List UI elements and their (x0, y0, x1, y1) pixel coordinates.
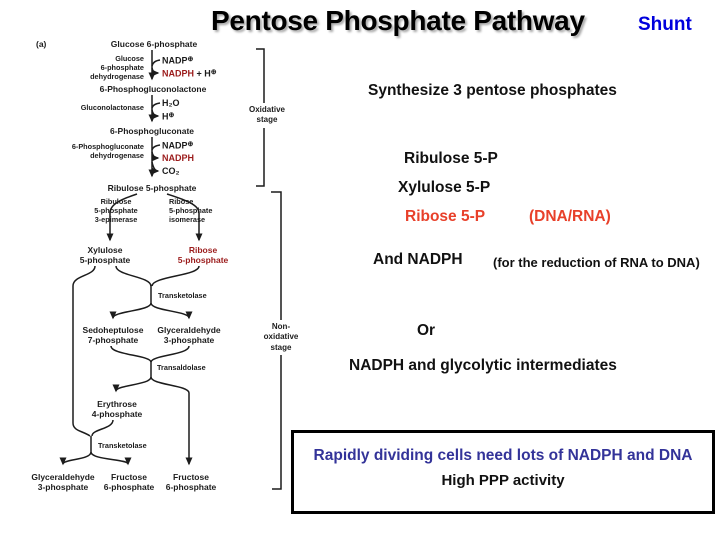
circled-plus-icon: ⊕ (168, 112, 175, 119)
nadph-glycolytic-text: NADPH and glycolytic intermediates (349, 357, 617, 374)
callout-line2: High PPP activity (441, 472, 565, 489)
callout-line1: Rapidly dividing cells need lots of NADP… (313, 447, 693, 464)
nonoxidative-stage-label: Non- oxidative stage (261, 320, 301, 356)
metabolite-ribulose-5-phosphate: Ribulose 5-phosphate (107, 183, 197, 193)
cofactor-nadph-1: NADPH + H⊕ (162, 68, 217, 79)
enzyme-transaldolase: Transaldolase (157, 363, 206, 372)
metabolite-glyceraldehyde-3-phosphate-b: Glyceraldehyde 3-phosphate (31, 472, 95, 493)
enzyme-transketolase-1: Transketolase (158, 291, 207, 300)
page-title: Pentose Phosphate Pathway (211, 5, 585, 36)
metabolite-ribose-5-phosphate: Ribose 5-phosphate (177, 245, 229, 266)
enzyme-epimerase: Ribulose 5-phosphate 3-epimerase (94, 197, 138, 224)
panel-label: (a) (36, 39, 47, 49)
enzyme-gluconolactonase: Gluconolactonase (80, 103, 144, 112)
metabolite-erythrose-4-phosphate: Erythrose 4-phosphate (91, 399, 143, 420)
metabolite-glucose-6-phosphate: Glucose 6-phosphate (110, 39, 198, 49)
ribulose-5p-item: Ribulose 5-P (404, 150, 498, 167)
synthesize-heading: Synthesize 3 pentose phosphates (368, 82, 617, 99)
metabolite-fructose-6-phosphate-a: Fructose 6-phosphate (103, 472, 155, 493)
metabolite-6-phosphogluconolactone: 6-Phosphogluconolactone (99, 84, 207, 94)
metabolite-fructose-6-phosphate-b: Fructose 6-phosphate (165, 472, 217, 493)
cofactor-h-plus: H⊕ (162, 111, 175, 122)
enzyme-transketolase-2: Transketolase (98, 441, 147, 450)
metabolite-glyceraldehyde-3-phosphate-a: Glyceraldehyde 3-phosphate (157, 325, 221, 346)
metabolite-xylulose-5-phosphate: Xylulose 5-phosphate (79, 245, 131, 266)
cofactor-nadp-2: NADP⊕ (162, 140, 194, 151)
enzyme-isomerase: Ribose 5-phosphate isomerase (169, 197, 213, 224)
enzyme-g6p-dehydrogenase: Glucose 6-phosphate dehydrogenase (90, 54, 144, 81)
or-text: Or (417, 322, 436, 339)
metabolite-6-phosphogluconate: 6-Phosphogluconate (109, 126, 195, 136)
enzyme-6pg-dehydrogenase: 6-Phosphogluconate dehydrogenase (71, 142, 144, 160)
cofactor-nadp-1: NADP⊕ (162, 55, 194, 66)
cofactor-h2o: H₂O (162, 98, 180, 108)
circled-plus-icon: ⊕ (210, 69, 217, 76)
cofactor-co2: CO₂ (162, 166, 180, 176)
oxidative-stage-label: Oxidative stage (246, 103, 288, 128)
cofactor-nadph-2: NADPH (162, 153, 195, 163)
circled-plus-icon: ⊕ (187, 141, 194, 148)
callout-box: Rapidly dividing cells need lots of NADP… (291, 430, 715, 514)
subtitle-shunt: Shunt (638, 14, 692, 35)
xylulose-5p-item: Xylulose 5-P (398, 179, 491, 196)
and-nadph-text: And NADPH (373, 251, 463, 268)
ribose-5p-item: Ribose 5-P (405, 208, 486, 225)
circled-plus-icon: ⊕ (187, 56, 194, 63)
dna-rna-note: (DNA/RNA) (529, 208, 611, 225)
metabolite-sedoheptulose-7-phosphate: Sedoheptulose 7-phosphate (82, 325, 144, 346)
reduction-note: (for the reduction of RNA to DNA) (493, 255, 700, 270)
